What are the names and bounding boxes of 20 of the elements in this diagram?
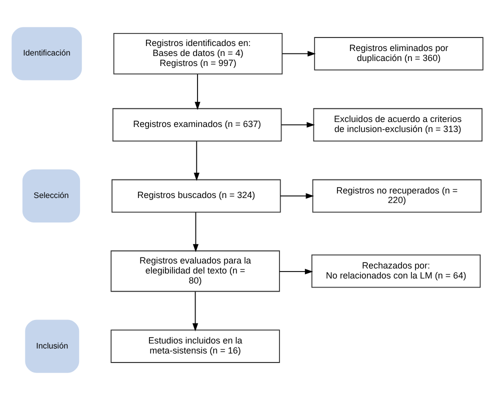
node-box: Registros eliminados por duplicación (n = 360) [314,37,484,70]
arrow [280,193,314,199]
node-box: Selección [22,169,80,222]
node-box: Excluidos de acuerdo a criterios de inclusion-exclusión (n = 313) [313,108,482,142]
arrow [282,50,316,57]
node-box: Registros identificados en: Bases de datos (n = 4) Registros (n = 997) [113,33,283,74]
node-box: Registros no recuperados (n = 220) [312,179,482,213]
node-box: Estudios incluidos en la meta-sistensis (n = 16) [110,330,280,363]
node-box: Registros buscados (n = 324) [112,179,281,213]
node-box: Inclusión [25,320,80,373]
node-box: Identificación [12,27,82,80]
node-box: Rechazados por: No relacionados con la LM (n = 64) [311,254,481,288]
arrow [192,212,199,252]
arrow [194,74,200,110]
node-box: Registros examinados (n = 637) [112,108,282,142]
arrow [192,291,198,332]
node-box: Registros evaluados para la elegibilidad del texto (n = 80) [110,250,280,292]
arrow [194,140,200,181]
arrow [279,268,314,274]
arrow [280,122,315,128]
